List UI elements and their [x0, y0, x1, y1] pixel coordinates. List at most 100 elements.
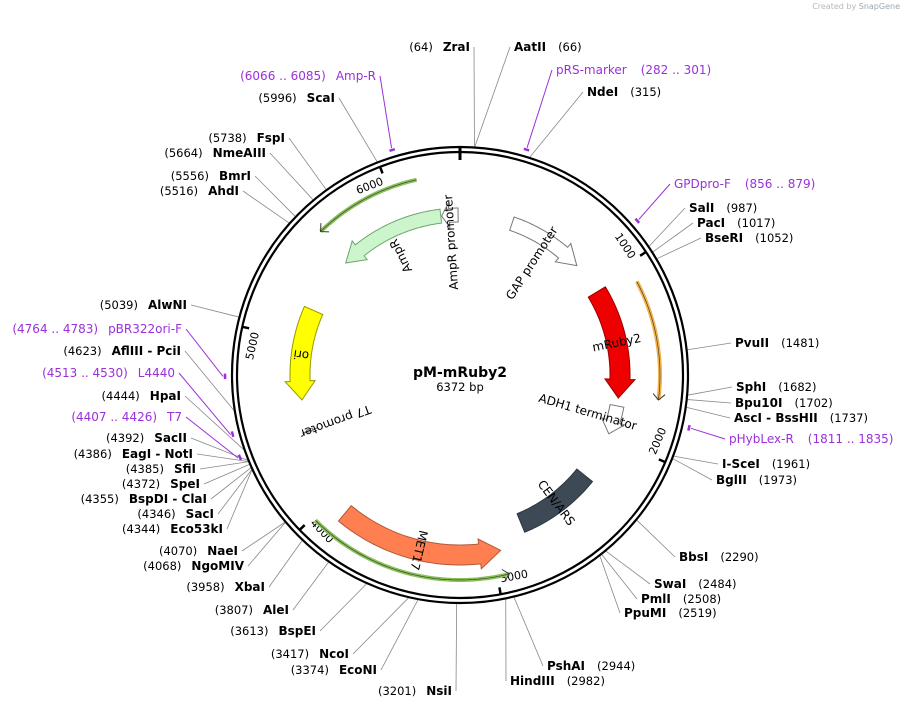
- enzyme-sphi[interactable]: SphI (1682): [736, 380, 817, 394]
- primer-mark: [687, 424, 691, 431]
- enzyme-eagi-noti[interactable]: EagI - NotI(4386): [74, 447, 193, 461]
- enzyme-name: SfiI: [174, 462, 196, 476]
- enzyme-zrai[interactable]: ZraI(64): [409, 40, 470, 54]
- enzyme-position: (3807): [215, 603, 253, 617]
- enzyme-ahdi[interactable]: AhdI(5516): [160, 184, 239, 198]
- enzyme-name: PmlI: [641, 592, 671, 606]
- enzyme-alwni[interactable]: AlwNI(5039): [100, 298, 187, 312]
- feature-mruby2[interactable]: [587, 286, 637, 399]
- enzyme-position: (1973): [759, 473, 797, 487]
- feature-gap-promoter[interactable]: [508, 216, 578, 267]
- enzyme-hpai[interactable]: HpaI(4444): [102, 389, 181, 403]
- site-leader: [352, 597, 409, 655]
- feature-cen-ars[interactable]: [516, 468, 594, 533]
- site-leader: [288, 137, 327, 190]
- feature-ampr[interactable]: [344, 208, 443, 264]
- enzyme-position: (5039): [100, 298, 138, 312]
- enzyme-hindiii[interactable]: HindIII(2982): [510, 674, 605, 688]
- enzyme-ppumi[interactable]: PpuMI(2519): [624, 606, 717, 620]
- enzyme-pshai[interactable]: PshAI(2944): [547, 659, 635, 673]
- enzyme-ncoi[interactable]: NcoI(3417): [271, 647, 349, 661]
- enzyme-position: (3958): [186, 580, 224, 594]
- enzyme-pmli[interactable]: PmlI (2508): [641, 592, 721, 606]
- enzyme-xbai[interactable]: XbaI(3958): [186, 580, 265, 594]
- site-leader: [636, 519, 676, 558]
- feature-label-ampr: AmpR: [387, 237, 415, 275]
- enzyme-bglii[interactable]: BglII(1973): [716, 473, 797, 487]
- site-leader: [247, 522, 286, 567]
- primer-pbr322ori-f[interactable]: pBR322ori-F(4764 .. 4783): [12, 322, 182, 336]
- primer-phyblex-r[interactable]: pHybLex-R(1811 .. 1835): [729, 432, 893, 446]
- enzyme-bspei[interactable]: BspEI(3613): [230, 624, 316, 638]
- site-leader: [455, 603, 458, 692]
- tick-mark: [658, 458, 666, 464]
- enzyme-econi[interactable]: EcoNI(3374): [291, 663, 377, 677]
- site-leader: [268, 540, 303, 588]
- feature-ori[interactable]: [284, 305, 324, 401]
- enzyme-spei[interactable]: SpeI(4372): [122, 477, 200, 491]
- primer-l4440[interactable]: L4440(4513 .. 4530): [42, 366, 175, 380]
- enzyme-nmeaiii[interactable]: NmeAIII(5664): [164, 146, 266, 160]
- enzyme-sali[interactable]: SalI(987): [689, 201, 757, 215]
- primer-sites: Amp-R(6066 .. 6085) pRS-marker(282 .. 301…: [12, 63, 893, 461]
- enzyme-nsii[interactable]: NsiI(3201): [378, 684, 452, 698]
- enzyme-aatii[interactable]: AatII(66): [514, 40, 582, 54]
- enzyme-pvuii[interactable]: PvuII(1481): [735, 336, 819, 350]
- site-leader: [688, 386, 733, 396]
- enzyme-position: (4346): [137, 507, 175, 521]
- site-leader: [190, 437, 248, 461]
- feature-ampr-promoter[interactable]: [440, 201, 459, 230]
- primer-name: T7: [166, 410, 182, 424]
- enzyme-name: AleI: [263, 603, 289, 617]
- enzyme-sites: ZraI(64) AatII(66) NdeI(315) SalI(987)PacI(…: [63, 40, 868, 698]
- enzyme-sacii[interactable]: SacII(4392): [106, 431, 187, 445]
- enzyme-name: NdeI: [587, 85, 618, 99]
- feature-adh1-terminator[interactable]: [600, 403, 626, 435]
- enzyme-ngomiv[interactable]: NgoMIV (4068): [143, 559, 245, 573]
- primer-gpdpro-f[interactable]: GPDpro-F(856 .. 879): [674, 177, 815, 191]
- orf-mruby2-head: [652, 393, 666, 401]
- enzyme-swai[interactable]: SwaI(2484): [654, 577, 737, 591]
- enzyme-asci-bsshii[interactable]: AscI - BssHII(1737): [734, 411, 868, 425]
- enzyme-position: (4068): [143, 559, 181, 573]
- enzyme-name: NgoMIV: [191, 559, 244, 573]
- enzyme-bbsi[interactable]: BbsI(2290): [679, 550, 759, 564]
- enzyme-bpu10i[interactable]: Bpu10I(1702): [735, 396, 833, 410]
- enzyme-name: SphI: [736, 380, 766, 394]
- tick-mark: [639, 250, 647, 257]
- enzyme-name: NcoI: [319, 647, 349, 661]
- leader-lines: [184, 46, 733, 692]
- primer-range: (1811 .. 1835): [808, 432, 894, 446]
- enzyme-afliii-pcii[interactable]: AflIII - PciI(4623): [63, 344, 181, 358]
- enzyme-name: NsiI: [426, 684, 452, 698]
- feature-t7-promoter[interactable]: [302, 427, 318, 434]
- enzyme-bmri[interactable]: BmrI(5556): [171, 169, 251, 183]
- enzyme-ndei[interactable]: NdeI(315): [587, 85, 661, 99]
- site-leader: [652, 222, 694, 253]
- enzyme-position: (64): [409, 40, 433, 54]
- site-leader: [686, 407, 731, 419]
- enzyme-name: PvuII: [735, 336, 769, 350]
- enzyme-saci[interactable]: SacI(4346): [137, 507, 214, 521]
- primer-mark: [523, 147, 530, 152]
- enzyme-position: (1682): [778, 380, 816, 394]
- primer-prs-marker[interactable]: pRS-marker(282 .. 301): [556, 63, 711, 77]
- site-leader: [672, 458, 713, 481]
- enzyme-position: (2508): [683, 592, 721, 606]
- enzyme-bspdi-clai[interactable]: BspDI - ClaI(4355): [81, 492, 207, 506]
- primer-range: (6066 .. 6085): [240, 69, 326, 83]
- enzyme-paci[interactable]: PacI(1017): [697, 216, 775, 230]
- feature-met17[interactable]: [337, 504, 502, 570]
- enzyme-position: (1961): [772, 457, 810, 471]
- primer-amp-r[interactable]: Amp-R(6066 .. 6085): [240, 69, 376, 83]
- primer-t7[interactable]: T7(4407 .. 4426): [71, 410, 182, 424]
- enzyme-eco53ki[interactable]: Eco53kI(4344): [122, 522, 223, 536]
- enzyme-fspi[interactable]: FspI(5738): [208, 131, 285, 145]
- enzyme-bseri[interactable]: BseRI(1052): [705, 231, 793, 245]
- enzyme-name: PpuMI: [624, 606, 666, 620]
- enzyme-sfii[interactable]: SfiI(4385): [126, 462, 196, 476]
- enzyme-alei[interactable]: AleI (3807): [215, 603, 289, 617]
- enzyme-scai[interactable]: ScaI(5996): [258, 91, 335, 105]
- enzyme-i-scei[interactable]: I-SceI(1961): [722, 457, 810, 471]
- enzyme-naei[interactable]: NaeI(4070): [159, 544, 238, 558]
